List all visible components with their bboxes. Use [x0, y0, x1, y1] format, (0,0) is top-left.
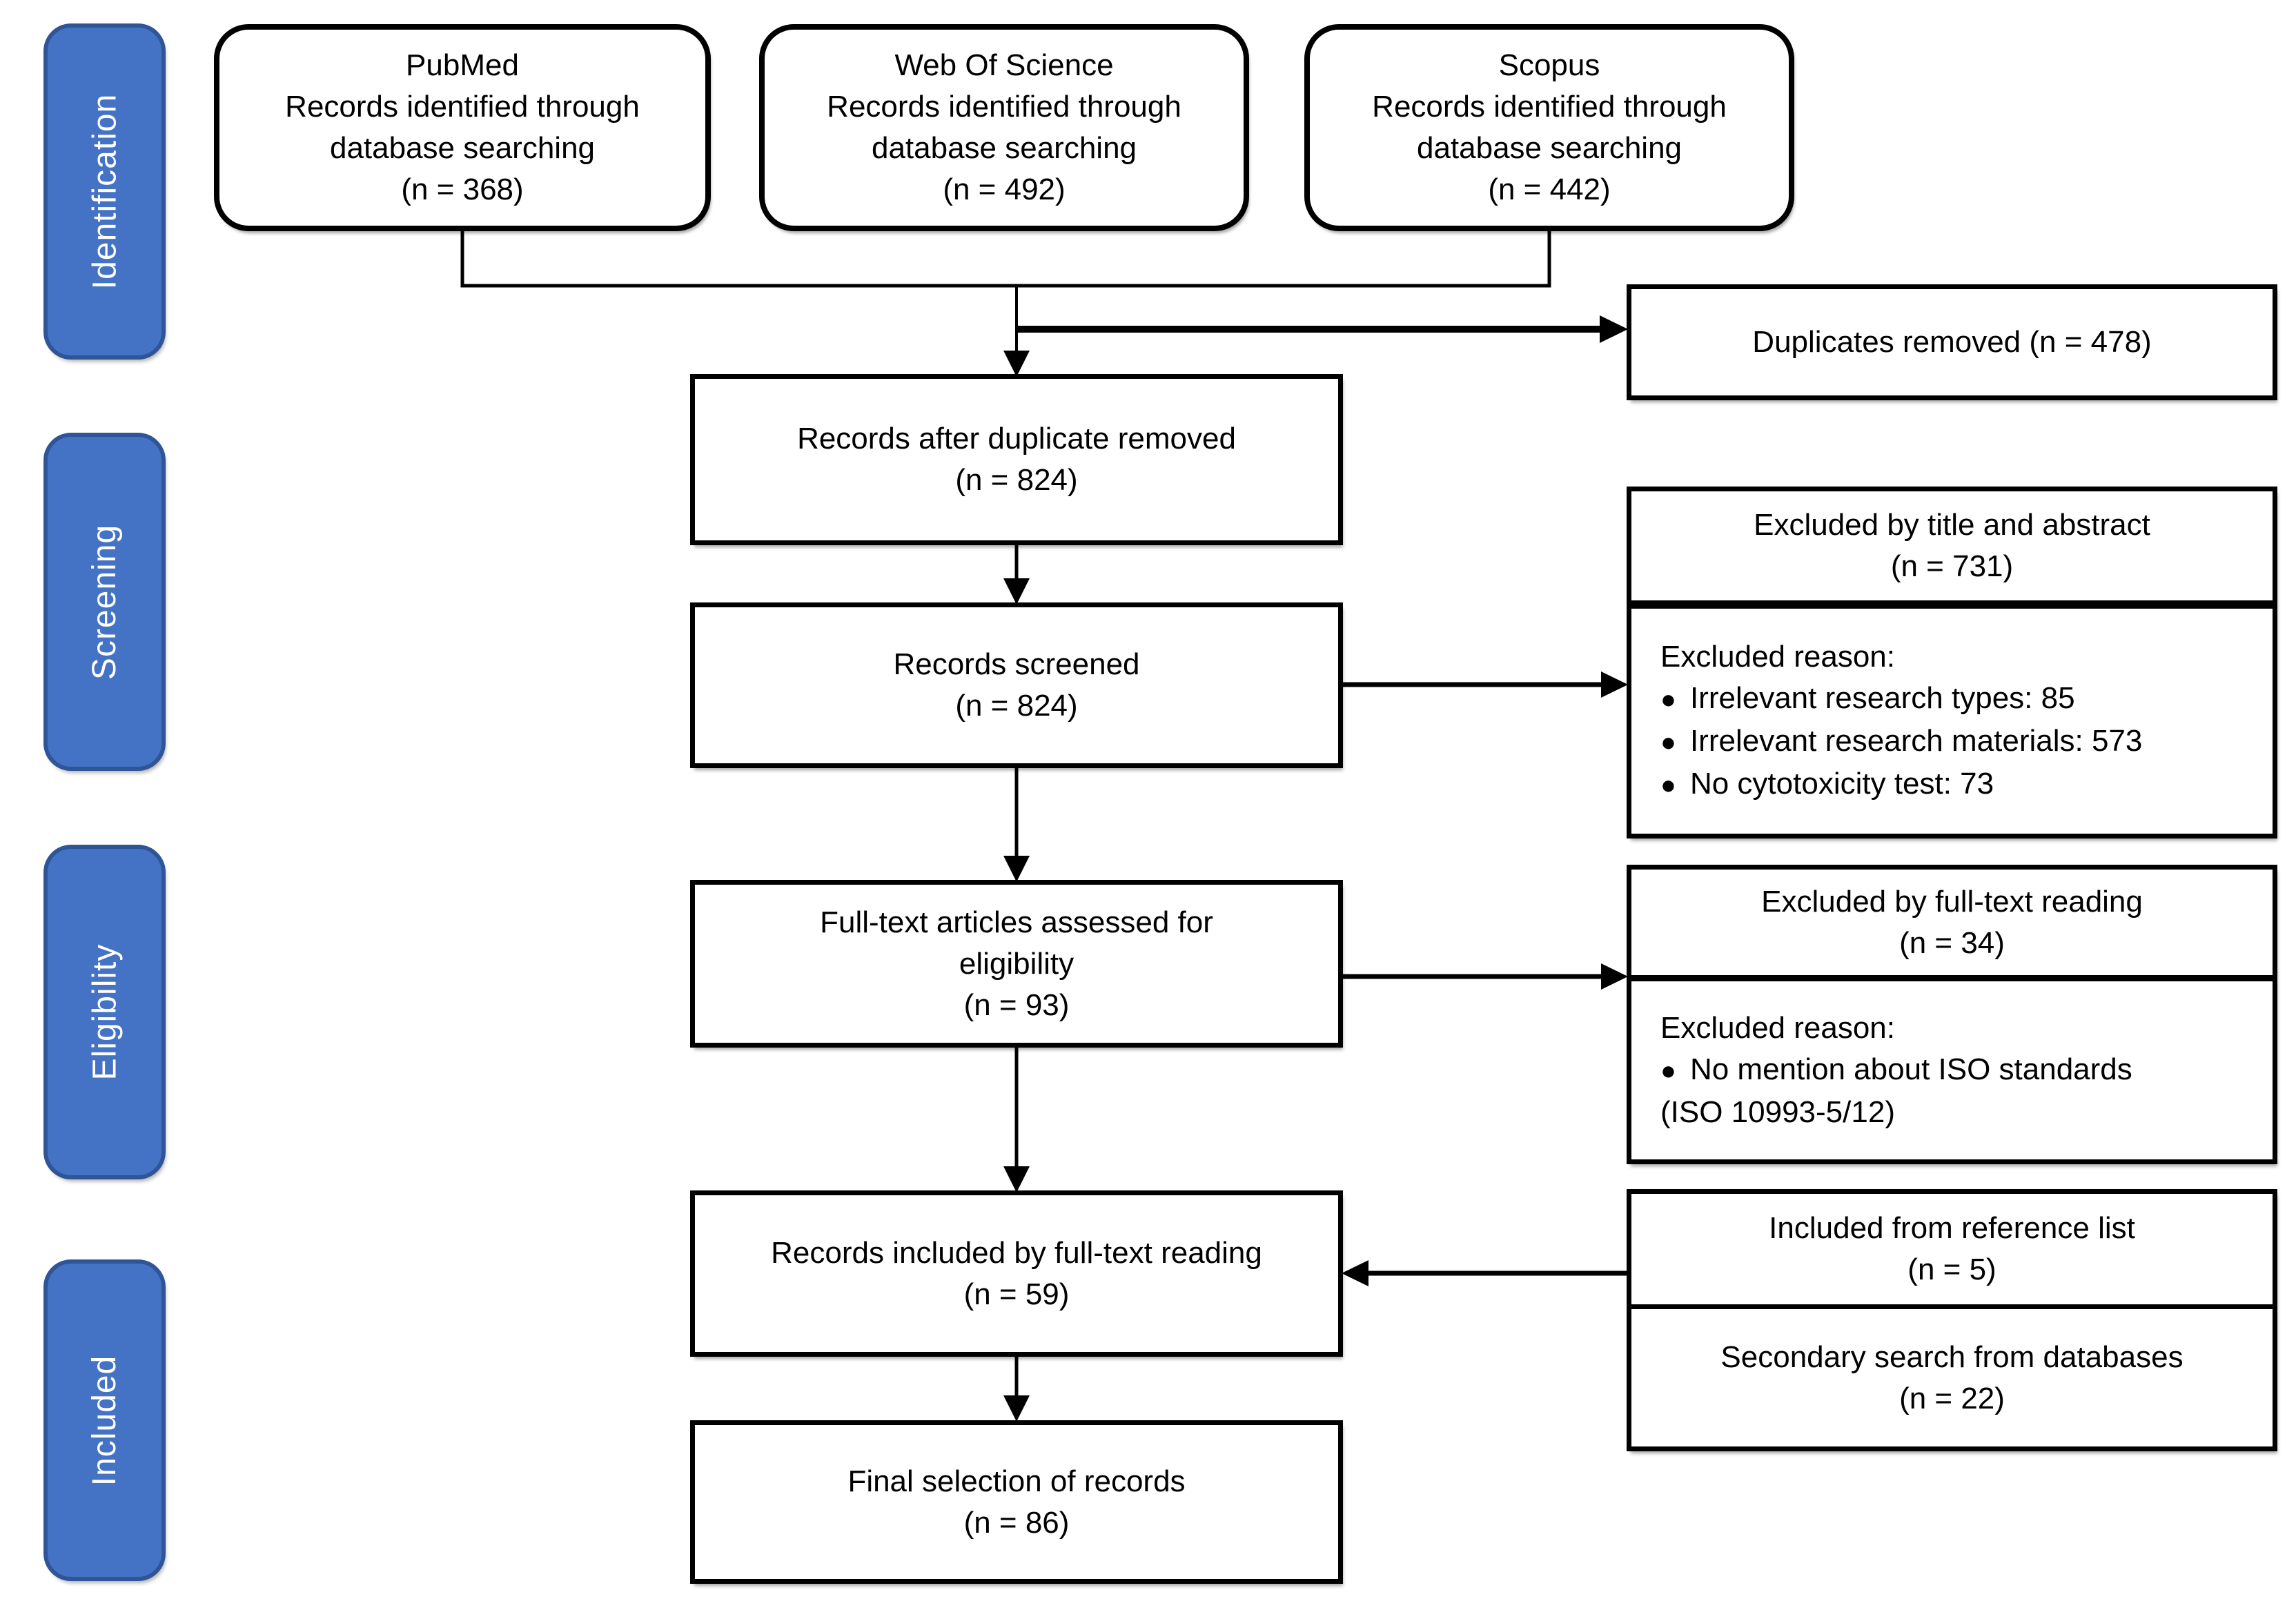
box-included-reference-secondary: Included from reference list (n = 5) Sec… — [1627, 1189, 2277, 1451]
n-value: (n = 59) — [963, 1277, 1070, 1311]
arrowhead-fulltext-to-included — [1003, 1166, 1030, 1193]
box-excluded-title-abstract: Excluded by title and abstract (n = 731)… — [1627, 487, 2277, 838]
box-excluded-fulltext: Excluded by full-text reading (n = 34) E… — [1627, 865, 2277, 1164]
box-line: database searching — [871, 131, 1137, 165]
excluded-title-reasons: Excluded reason: ● Irrelevant research t… — [1631, 600, 2273, 834]
n-value: (n = 86) — [963, 1505, 1070, 1540]
box-line: Records identified through — [827, 90, 1181, 124]
arrowhead-reference-to-included — [1342, 1260, 1368, 1286]
stage-label-identification: Identification — [86, 93, 124, 290]
sidebar-stage-eligibility: Eligibility — [43, 845, 166, 1179]
box-records-screened: Records screened (n = 824) — [690, 602, 1343, 768]
n-value: (n = 824) — [955, 689, 1078, 723]
box-fulltext-assessed: Full-text articles assessed for eligibil… — [690, 880, 1343, 1048]
n-value: (n = 22) — [1899, 1381, 2005, 1415]
n-value: (n = 93) — [963, 988, 1070, 1022]
included-reference-section: Included from reference list (n = 5) — [1631, 1194, 2273, 1304]
connector-top-databases — [460, 231, 1551, 288]
box-web-of-science: Web Of Science Records identified throug… — [759, 24, 1249, 231]
box-line: Final selection of records — [847, 1464, 1186, 1498]
bullet-text: Irrelevant research materials: 573 — [1689, 724, 2143, 758]
sidebar-stage-identification: Identification — [43, 23, 166, 360]
arrowhead-included-to-final — [1003, 1395, 1030, 1422]
bullet-icon: ● — [1660, 685, 1676, 714]
secondary-search-section: Secondary search from databases (n = 22) — [1631, 1304, 2273, 1446]
sidebar-stage-included: Included — [43, 1259, 166, 1581]
bullet-icon: ● — [1660, 728, 1676, 757]
database-name: PubMed — [406, 48, 519, 82]
n-value: (n = 492) — [943, 173, 1066, 206]
arrowhead-to-duplicates-removed — [1600, 315, 1628, 343]
reason-label: Excluded reason: — [1660, 640, 1895, 674]
arrowhead-fulltext-to-excluded — [1601, 963, 1628, 990]
bullet-icon: ● — [1660, 771, 1676, 800]
bullet-text: Irrelevant research types: 85 — [1689, 681, 2075, 715]
box-records-included-fulltext: Records included by full-text reading (n… — [690, 1190, 1343, 1357]
excluded-fulltext-header: Excluded by full-text reading (n = 34) — [1631, 870, 2273, 975]
box-line: Excluded by full-text reading — [1761, 884, 2143, 919]
arrowhead-screened-to-fulltext — [1003, 856, 1030, 882]
box-line: Records screened — [893, 647, 1140, 681]
arrowhead-screened-to-excluded — [1601, 671, 1628, 698]
database-name: Scopus — [1498, 48, 1600, 82]
box-line: Records identified through — [1372, 90, 1727, 124]
reason-bullet-row: ● No mention about ISO standards — [1660, 1049, 2132, 1092]
box-line: Included from reference list — [1769, 1211, 2135, 1245]
bullet-text: No mention about ISO standards — [1689, 1052, 2132, 1086]
sidebar-stage-screening: Screening — [43, 433, 166, 771]
n-value: (n = 34) — [1899, 925, 2005, 960]
reason-bullet-row: ● No cytotoxicity test: 73 — [1660, 763, 1994, 806]
box-line: database searching — [1416, 131, 1682, 165]
box-line: database searching — [329, 131, 596, 165]
box-pubmed: PubMed Records identified through databa… — [214, 24, 711, 231]
box-line: Records after duplicate removed — [797, 422, 1236, 455]
n-value: (n = 368) — [401, 173, 524, 206]
box-scopus: Scopus Records identified through databa… — [1304, 24, 1794, 231]
excluded-title-header: Excluded by title and abstract (n = 731) — [1631, 491, 2273, 600]
box-final-selection: Final selection of records (n = 86) — [690, 1420, 1343, 1584]
box-line: Secondary search from databases — [1720, 1340, 2184, 1374]
box-duplicates-removed: Duplicates removed (n = 478) — [1627, 284, 2277, 400]
stage-label-screening: Screening — [86, 524, 124, 680]
n-value: (n = 824) — [955, 463, 1078, 497]
box-line: Records identified through — [285, 90, 640, 124]
stage-label-eligibility: Eligibility — [86, 943, 124, 1081]
excluded-fulltext-reasons: Excluded reason: ● No mention about ISO … — [1631, 975, 2273, 1159]
box-line: eligibility — [959, 946, 1075, 981]
reason-label: Excluded reason: — [1660, 1011, 1895, 1045]
reason-bullet-row: ● Irrelevant research types: 85 — [1660, 678, 2075, 720]
reason-bullet-row: ● Irrelevant research materials: 573 — [1660, 720, 2142, 763]
box-line: Full-text articles assessed for — [820, 905, 1213, 939]
box-line: Excluded by title and abstract — [1754, 508, 2150, 542]
bullet-text: No cytotoxicity test: 73 — [1689, 767, 1994, 801]
bullet-continuation: (ISO 10993-5/12) — [1660, 1095, 1895, 1129]
database-name: Web Of Science — [894, 48, 1114, 82]
arrowhead-to-records-after — [1003, 351, 1030, 377]
box-line: Duplicates removed (n = 478) — [1752, 325, 2152, 359]
n-value: (n = 731) — [1890, 549, 2014, 583]
box-records-after-duplicates: Records after duplicate removed (n = 824… — [690, 374, 1343, 545]
n-value: (n = 5) — [1907, 1253, 1996, 1286]
n-value: (n = 442) — [1488, 173, 1611, 206]
stage-label-included: Included — [86, 1355, 124, 1486]
arrowhead-records-to-screened — [1003, 578, 1030, 605]
bullet-icon: ● — [1660, 1057, 1676, 1086]
box-line: Records included by full-text reading — [771, 1235, 1262, 1270]
